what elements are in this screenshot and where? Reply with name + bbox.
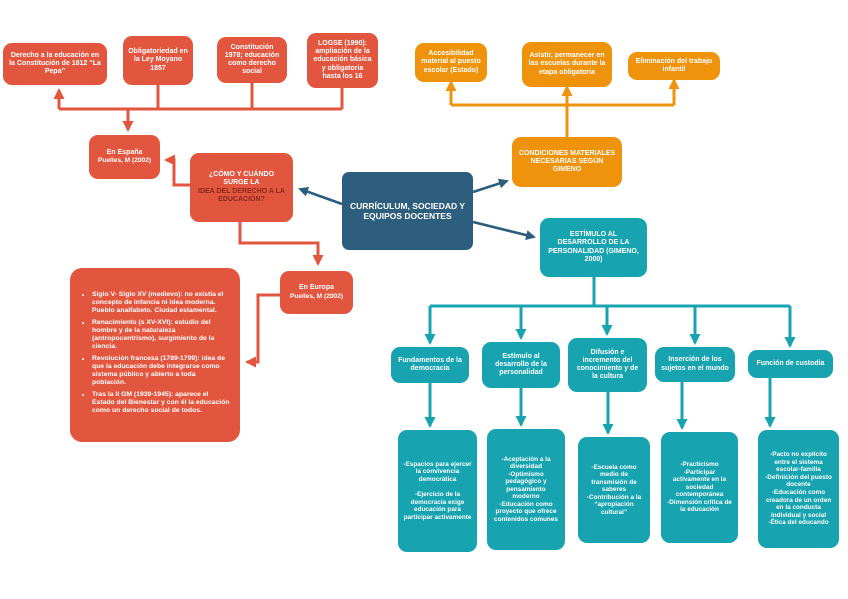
node-col4-detail: -Practicismo -Participar activamente en … <box>661 432 738 543</box>
node-central-topic: CURRÍCULUM, SOCIEDAD Y EQUIPOS DOCENTES <box>342 172 473 250</box>
history-bullet-iigm: Tras la II GM (1939-1945): aparece el Es… <box>92 391 230 415</box>
node-col1-title: Fundamentos de la democracia <box>391 347 469 383</box>
node-question: ¿CÓMO Y CUÁNDO SURGE LA IDEA DEL DERECHO… <box>190 153 293 222</box>
node-col2-title: Estímulo al desarrollo de la personalida… <box>482 342 560 388</box>
node-col1-detail: -Espacios para ejercer la convivencia de… <box>398 430 477 552</box>
node-logse: LOGSE (1990): ampliación de la educación… <box>307 33 378 88</box>
node-col5-title: Función de custodia <box>748 350 833 378</box>
arrow-center-to-stimulus <box>472 220 536 240</box>
node-col3-detail: -Escuela como medio de transmisión de sa… <box>578 437 650 543</box>
arrow-question-to-europa <box>238 222 324 266</box>
question-line-1: ¿CÓMO Y CUÁNDO SURGE LA <box>208 171 275 187</box>
node-en-europa: En Europa Puelles, M (2002) <box>280 271 353 314</box>
node-col5-detail: -Pacto no explícito entre el sistema esc… <box>758 430 839 548</box>
arrow-center-to-materials <box>472 178 509 194</box>
arrow-center-to-question <box>298 186 343 206</box>
node-col3-title: Difusión e incremento del conocimiento y… <box>568 338 647 392</box>
node-condiciones-materiales: CONDICIONES MATERIALES NECESARIAS SEGÚN … <box>512 137 622 187</box>
en-espana-title: En España <box>106 148 143 156</box>
node-constitucion-1978: Constitución 1978; educación como derech… <box>217 37 287 83</box>
node-accesibilidad: Accesibilidad material al puesto escolar… <box>415 43 487 82</box>
node-col4-title: Inserción de los sujetos en el mundo <box>655 347 735 382</box>
arrow-question-to-espana <box>164 154 190 187</box>
node-ley-moyano: Obligatoriedad en la Ley Moyano 1857 <box>123 36 193 85</box>
europe-history-list: Siglo V- Siglo XV (medievo): no existía … <box>78 291 232 419</box>
en-europa-source: Puelles, M (2002) <box>289 292 344 300</box>
en-espana-source: Puelles, M (2002) <box>97 157 152 165</box>
node-derecho-1812: Derecho a la educación en la Constitució… <box>3 43 107 85</box>
node-estimulo-header: ESTÍMULO AL DESARROLLO DE LA PERSONALIDA… <box>540 218 647 277</box>
node-eliminacion-trabajo: Eliminación del trabajo infantil <box>628 52 720 80</box>
history-bullet-revolucion: Revolución francesa (1789-1799): idea de… <box>92 355 230 387</box>
arrow-europa-to-history <box>245 293 280 368</box>
node-en-espana: En España Puelles, M (2002) <box>89 135 160 179</box>
node-europe-history: Siglo V- Siglo XV (medievo): no existía … <box>70 268 240 442</box>
question-line-2: IDEA DEL DERECHO A LA EDUCACIÓN? <box>198 187 285 203</box>
node-asistir: Asistir, permanecer en las escuelas dura… <box>522 42 612 87</box>
en-europa-title: En Europa <box>298 284 334 292</box>
history-bullet-renacimiento: Renacimiento (s XV-XVI): estudio del hom… <box>92 319 230 351</box>
node-col2-detail: -Aceptación a la diversidad -Optimismo p… <box>487 429 565 550</box>
history-bullet-medievo: Siglo V- Siglo XV (medievo): no existía … <box>92 291 230 315</box>
